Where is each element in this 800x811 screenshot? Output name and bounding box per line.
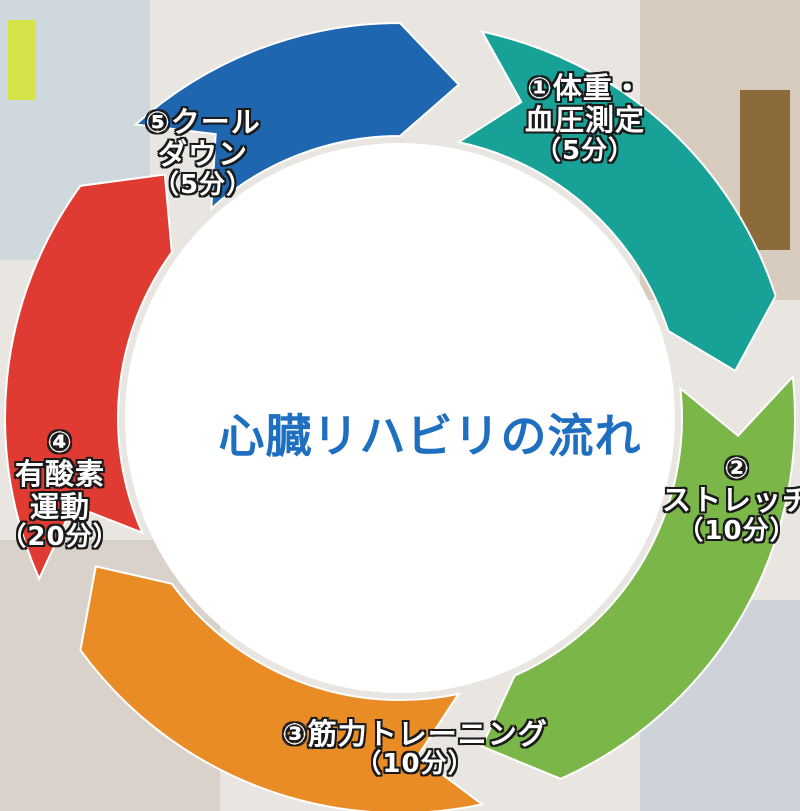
step-4-duration: （20分） [0,522,120,553]
step-2-number: ② [724,451,750,485]
step-1-number: ① [527,71,553,105]
step-4-line-1: 有酸素 [14,457,105,492]
step-4-arrow-segment [4,173,173,582]
step-5-line-1: クール [170,105,261,139]
step-3-number: ③ [282,717,308,751]
step-1-duration: （5分） [534,135,636,166]
step-2-duration: （10分） [677,515,797,546]
step-1-arrow-segment [456,30,777,373]
step-3-duration: （10分） [355,749,475,780]
step-5-arrow-segment [133,21,461,211]
diagram-title: 心臓リハビリの流れ [218,409,642,463]
step-2-arrow-segment [480,374,796,780]
step-2-line-1: ストレッチ [661,483,800,518]
step-1-line-2: 血圧測定 [524,103,645,138]
step-3-line-1: 筋力トレーニング [307,717,548,751]
step-5-line-2: ダウン [157,137,248,172]
step-2-label: ② ストレッチ （10分） [652,452,800,546]
step-5-duration: （5分） [152,169,254,200]
step-3-label: ③筋力トレーニング （10分） [250,718,580,780]
step-4-number: ④ [47,425,73,459]
step-1-line-1: 体重・ [552,71,643,105]
step-4-line-2: 運動 [29,489,90,524]
step-5-number: ⑤ [145,105,171,139]
step-5-label: ⑤クール ダウン （5分） [118,106,288,200]
step-4-label: ④ 有酸素 運動 （20分） [0,426,120,553]
step-3-arrow-segment [79,565,485,811]
step-1-label: ①体重・ 血圧測定 （5分） [500,72,670,166]
